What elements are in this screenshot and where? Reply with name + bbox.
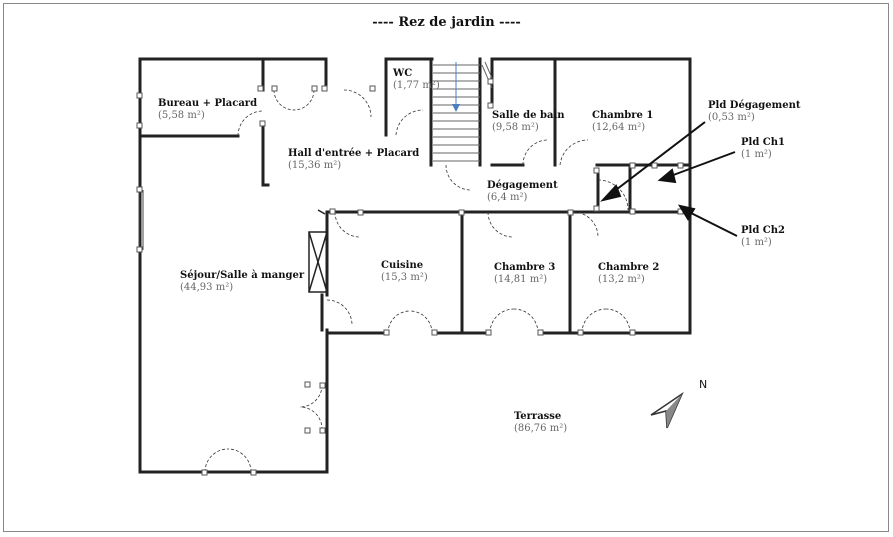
room-name: WC <box>393 68 413 79</box>
room-name: Pld Ch2 <box>741 225 785 236</box>
door-sejour-terrace-2 <box>299 406 323 431</box>
door-kitchen-terrace-1 <box>387 310 411 334</box>
room-name: Chambre 2 <box>598 262 660 273</box>
room-wc: WC (1,77 m²) <box>393 68 440 92</box>
door-swings <box>204 89 631 473</box>
room-area: (14,81 m²) <box>494 274 548 285</box>
room-degagement: Dégagement (6,4 m²) <box>487 180 558 204</box>
room-area: (12,64 m²) <box>592 122 646 133</box>
room-name: Bureau + Placard <box>158 98 258 109</box>
room-area: (1 m²) <box>741 237 772 248</box>
door-sdb <box>522 139 549 166</box>
room-salle-de-bain: Salle de bain (9,58 m²) <box>492 110 565 134</box>
north-label: N <box>699 378 708 391</box>
staircase <box>433 61 493 162</box>
door-wc <box>395 109 424 136</box>
room-area: (0,53 m²) <box>708 112 755 123</box>
room-hall: Hall d'entrée + Placard (15,36 m²) <box>288 148 419 172</box>
door-ch3-terrace-2 <box>513 308 539 334</box>
door-ch1 <box>559 139 589 166</box>
door-entry-right <box>293 89 315 111</box>
room-name: Cuisine <box>381 260 424 271</box>
room-terrasse: Terrasse (86,76 m²) <box>514 411 567 435</box>
arrow-pld-ch1 <box>667 151 736 178</box>
door-ch2-terrace-2 <box>605 308 631 334</box>
room-name: Chambre 1 <box>592 110 654 121</box>
exterior-wall-top-left <box>138 57 328 90</box>
room-area: (1,77 m²) <box>393 80 440 91</box>
room-chambre-3: Chambre 3 (14,81 m²) <box>494 262 555 286</box>
plan-title: ---- Rez de jardin ---- <box>372 15 521 30</box>
room-sejour: Séjour/Salle à manger (44,93 m²) <box>180 270 304 294</box>
image-frame <box>3 3 889 532</box>
door-ch2 <box>572 211 599 238</box>
chimney <box>308 209 328 293</box>
room-name: Salle de bain <box>492 110 565 121</box>
door-sejour-south-2 <box>227 448 252 473</box>
door-placard-deg <box>597 179 629 211</box>
room-bureau: Bureau + Placard (5,58 m²) <box>158 98 257 122</box>
room-name: Terrasse <box>514 411 562 422</box>
door-entry-left <box>273 89 295 111</box>
room-area: (15,3 m²) <box>381 272 428 283</box>
room-area: (13,2 m²) <box>598 274 645 285</box>
door-ch3 <box>487 211 514 238</box>
room-name: Pld Dégagement <box>708 100 801 111</box>
door-kitchen-terrace-2 <box>409 310 433 334</box>
wall-placards <box>596 163 632 214</box>
door-kitchen <box>334 211 361 238</box>
room-area: (1 m²) <box>741 149 772 160</box>
door-kitchen-sejour <box>326 299 353 326</box>
door-sejour-terrace-1 <box>299 384 323 408</box>
room-name: Dégagement <box>487 180 558 191</box>
room-area: (9,58 m²) <box>492 122 539 133</box>
north-arrow <box>650 391 684 429</box>
door-stairs <box>445 164 472 191</box>
room-pld-ch1: Pld Ch1 (1 m²) <box>741 137 785 161</box>
arrow-pld-ch2 <box>684 209 738 237</box>
room-name: Séjour/Salle à manger <box>180 270 305 281</box>
room-cuisine: Cuisine (15,3 m²) <box>381 260 428 284</box>
room-name: Pld Ch1 <box>741 137 785 148</box>
room-area: (6,4 m²) <box>487 192 528 203</box>
exterior-wall-north-west <box>138 57 329 474</box>
callout-arrows <box>600 121 738 237</box>
room-pld-ch2: Pld Ch2 (1 m²) <box>741 225 785 249</box>
door-hall-north <box>343 89 372 118</box>
room-chambre-1: Chambre 1 (12,64 m²) <box>592 110 653 134</box>
arrow-pld-degagement <box>607 121 706 197</box>
door-ch2-terrace-1 <box>581 308 607 334</box>
room-area: (86,76 m²) <box>514 423 568 434</box>
west-window <box>138 190 144 250</box>
room-pld-degagement: Pld Dégagement (0,53 m²) <box>708 100 801 124</box>
post-markers <box>136 78 684 476</box>
room-chambre-2: Chambre 2 (13,2 m²) <box>598 262 659 286</box>
room-name: Chambre 3 <box>494 262 556 273</box>
room-area: (5,58 m²) <box>158 110 205 121</box>
door-ch3-terrace-1 <box>489 308 515 334</box>
room-area: (44,93 m²) <box>180 282 234 293</box>
door-sejour-south-1 <box>204 448 229 473</box>
room-area: (15,36 m²) <box>288 160 342 171</box>
room-name: Hall d'entrée + Placard <box>288 148 420 159</box>
